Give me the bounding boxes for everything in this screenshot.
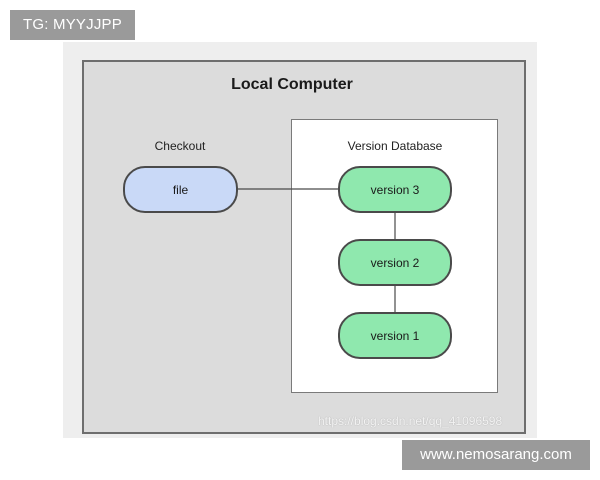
top-badge: TG: MYYJJPP — [10, 10, 135, 40]
version-database-label: Version Database — [347, 139, 443, 153]
version-2-node: version 2 — [338, 239, 452, 286]
checkout-label: Checkout — [154, 139, 206, 153]
version-3-node: version 3 — [338, 166, 452, 213]
version-2-label: version 2 — [370, 255, 420, 270]
version-1-node: version 1 — [338, 312, 452, 359]
file-node: file — [123, 166, 238, 213]
version-1-label: version 1 — [370, 328, 420, 343]
file-node-label: file — [172, 182, 189, 197]
bottom-site-badge: www.nemosarang.com — [402, 440, 590, 470]
version-3-label: version 3 — [370, 182, 420, 197]
csdn-watermark: https://blog.csdn.net/qq_41096598 — [318, 414, 503, 428]
local-computer-title: Local Computer — [231, 76, 353, 93]
